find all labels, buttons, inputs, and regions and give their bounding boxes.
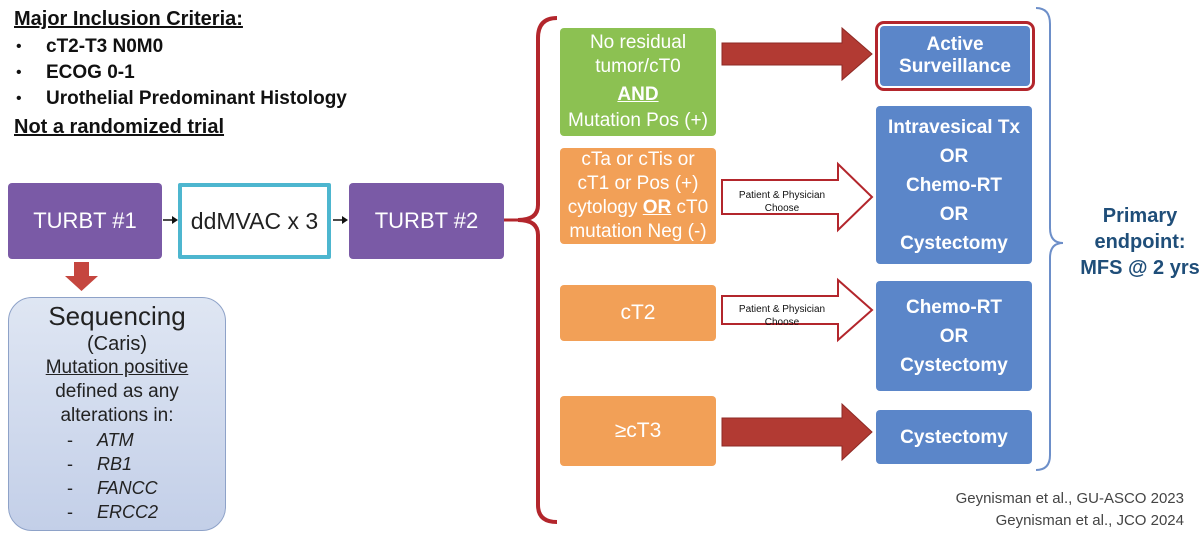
choose-label-line: Patient & Physician (738, 304, 826, 315)
gene-item: FANCC (67, 476, 225, 500)
turbt2-box: TURBT #2 (349, 183, 504, 259)
gene-list: ATM RB1 FANCC ERCC2 (67, 428, 225, 524)
criteria-list: cT2-T3 N0M0 ECOG 0-1 Urothelial Predomin… (14, 34, 434, 112)
treatment-text: Chemo-RT (905, 296, 1003, 318)
treatment-active-surveillance: Active Surveillance (875, 21, 1035, 91)
outcome-no-residual: No residual tumor/cT0 AND Mutation Pos (… (560, 28, 716, 136)
outcome-text: cytology OR cT0 (568, 196, 708, 220)
choose-label-line: Patient & Physician (738, 190, 826, 201)
turbt1-box: TURBT #1 (8, 183, 162, 259)
criteria-item: cT2-T3 N0M0 (14, 34, 434, 60)
citation: Geynisman et al., GU-ASCO 2023 (955, 490, 1184, 507)
outline-arrow-2 (721, 161, 874, 233)
outcome-cta-cis: cTa or cTis or cT1 or Pos (+) cytology O… (560, 148, 716, 244)
treatment-cystectomy: Cystectomy (876, 410, 1032, 464)
choose-label-2: Patient & Physician Choose (726, 303, 838, 329)
sequencing-title: Sequencing (48, 301, 186, 331)
sequencing-line: alterations in: (60, 405, 174, 426)
outcome-ct2: cT2 (560, 285, 716, 341)
treatment-text: OR (939, 203, 969, 225)
outcome-text-part: cT0 (671, 197, 709, 218)
outcome-ct3: ≥cT3 (560, 396, 716, 466)
choose-label-line: Choose (764, 203, 800, 214)
outcome-text-part: cytology (567, 197, 643, 218)
sequencing-subtitle: (Caris) (87, 333, 147, 355)
outcome-text: tumor/cT0 (595, 56, 681, 77)
red-bracket (517, 16, 558, 524)
outcome-text: mutation Neg (-) (569, 221, 707, 242)
criteria-item: ECOG 0-1 (14, 60, 434, 86)
gene-item: RB1 (67, 452, 225, 476)
criteria-item: Urothelial Predominant Histology (14, 86, 434, 112)
endpoint-line: Primary (1102, 205, 1178, 227)
treatment-options-1: Intravesical Tx OR Chemo-RT OR Cystectom… (876, 106, 1032, 264)
citation: Geynisman et al., JCO 2024 (995, 512, 1184, 529)
endpoint-line: endpoint: (1094, 231, 1186, 253)
treatment-text: OR (939, 325, 969, 347)
criteria-note: Not a randomized trial (14, 116, 225, 138)
sequencing-line: Mutation positive (45, 357, 189, 378)
blue-bracket (1035, 7, 1064, 471)
flow-arrow-1 (163, 216, 178, 224)
gene-item: ERCC2 (67, 500, 225, 524)
treatment-text: Surveillance (899, 56, 1011, 77)
sequencing-line: defined as any (55, 381, 179, 402)
treatment-text: OR (939, 145, 969, 167)
red-arrow-4 (721, 402, 873, 462)
criteria-title: Major Inclusion Criteria: (14, 8, 243, 30)
treatment-options-2: Chemo-RT OR Cystectomy (876, 281, 1032, 391)
treatment-text: Intravesical Tx (887, 116, 1021, 138)
choose-label-line: Choose (764, 317, 800, 328)
outline-arrow-3 (721, 277, 874, 343)
endpoint-line: MFS @ 2 yrs (1080, 257, 1200, 279)
outcome-text: Mutation Pos (+) (568, 110, 708, 131)
treatment-text: Active (926, 34, 984, 55)
outcome-or: OR (642, 197, 672, 218)
outcome-text: No residual (589, 32, 687, 53)
red-arrow-1 (721, 26, 873, 82)
choose-label-1: Patient & Physician Choose (726, 189, 838, 215)
outcome-text: cTa or cTis or (581, 149, 695, 170)
treatment-text: Cystectomy (900, 354, 1008, 376)
down-arrow (65, 262, 98, 291)
sequencing-box: Sequencing (Caris) Mutation positive def… (8, 297, 226, 531)
ddmvac-box: ddMVAC x 3 (178, 183, 331, 259)
gene-item: ATM (67, 428, 225, 452)
primary-endpoint: Primary endpoint: MFS @ 2 yrs (1070, 203, 1200, 281)
outcome-and: AND (617, 84, 659, 105)
treatment-text: Cystectomy (900, 232, 1008, 254)
flow-arrow-2 (333, 216, 348, 224)
outcome-text: cT1 or Pos (+) (577, 173, 699, 194)
treatment-text: Chemo-RT (905, 174, 1003, 196)
inclusion-criteria: Major Inclusion Criteria: cT2-T3 N0M0 EC… (14, 6, 434, 140)
